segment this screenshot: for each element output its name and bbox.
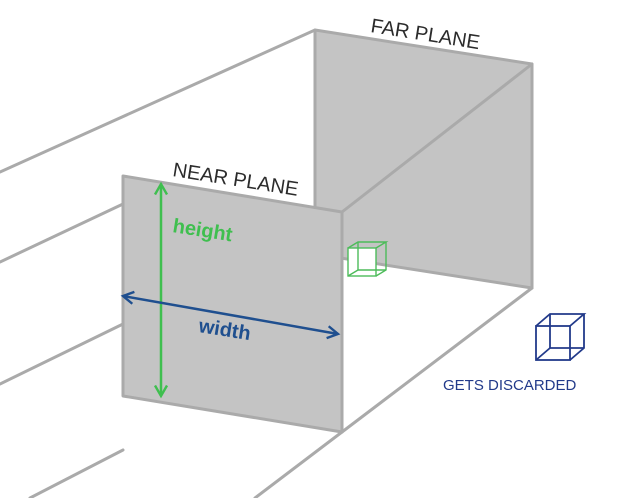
frustum-edge-bottom-front bbox=[253, 430, 344, 498]
frustum-edge-bottom-left bbox=[28, 448, 125, 498]
frustum-edge-top-left bbox=[0, 28, 317, 174]
gets-discarded-label: GETS DISCARDED bbox=[443, 377, 577, 394]
near-plane bbox=[121, 174, 344, 434]
frustum-edge-bottom-right bbox=[340, 286, 534, 434]
width-arrow bbox=[120, 290, 341, 340]
discarded-cube-icon bbox=[535, 313, 587, 361]
inside-cube-icon bbox=[347, 241, 389, 277]
frustum-edge-top-right bbox=[340, 62, 534, 214]
frustum-edge-left-lower-2 bbox=[0, 322, 125, 386]
frustum-edge-left-lower-1 bbox=[0, 202, 125, 264]
